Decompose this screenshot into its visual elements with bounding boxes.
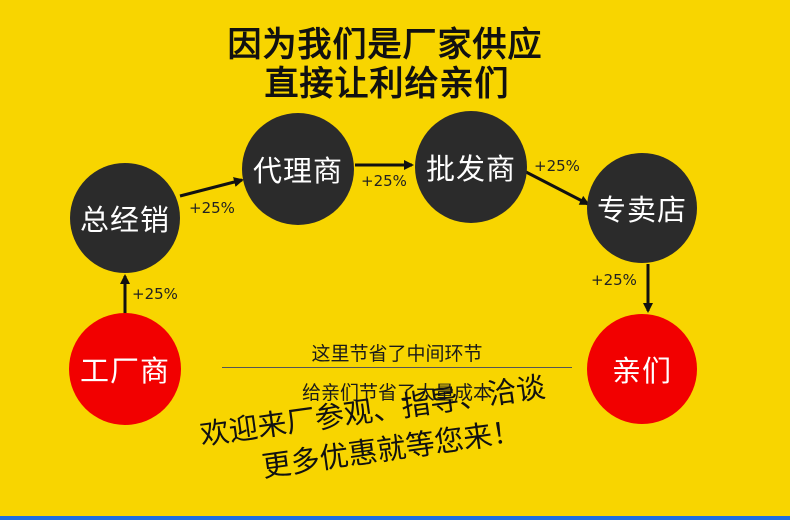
markup-label: +25%: [591, 271, 637, 289]
markup-label: +25%: [534, 157, 580, 175]
node-agent: 代理商: [242, 113, 354, 225]
title-line-2: 直接让利给亲们: [264, 64, 510, 104]
note-saved-cost: 给亲们节省了大量成本: [301, 382, 492, 404]
markup-label: +25%: [361, 172, 407, 190]
node-general-distributor: 总经销: [70, 163, 180, 273]
node-wholesaler: 批发商: [415, 111, 527, 223]
divider: [222, 367, 572, 368]
node-customers: 亲们: [587, 314, 697, 424]
markup-label: +25%: [132, 285, 178, 303]
title-line-1: 因为我们是厂家供应: [227, 25, 543, 65]
arrow-general-to-agent: [179, 177, 244, 198]
node-factory: 工厂商: [69, 313, 181, 425]
bottom-bar: [0, 516, 790, 520]
markup-label: +25%: [189, 199, 235, 217]
arrow-wholesale-to-store: [525, 170, 590, 206]
node-retail-store: 专卖店: [587, 153, 697, 263]
note-saved-steps: 这里节省了中间环节: [311, 343, 483, 365]
